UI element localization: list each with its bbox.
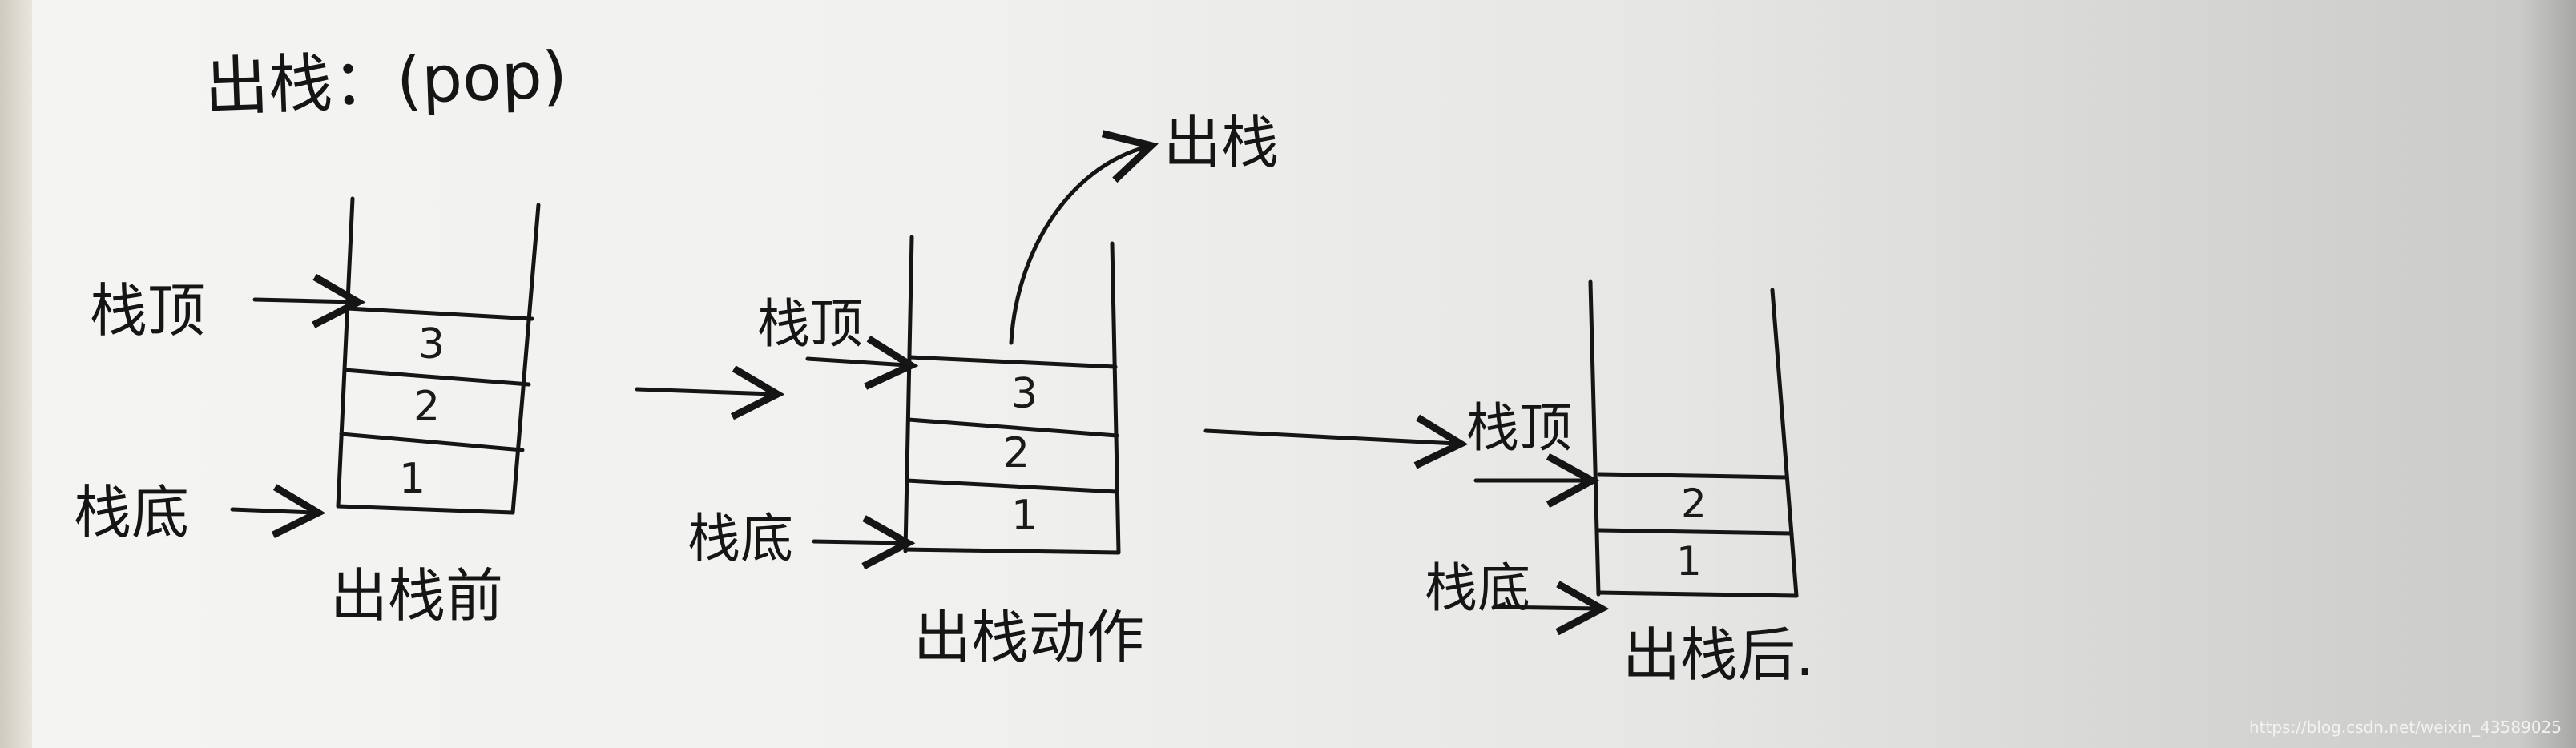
stack-before xyxy=(336,196,541,515)
stack-bottom-label: 栈底 xyxy=(1425,557,1530,619)
stack-before-divider xyxy=(342,368,531,387)
stack-top-label: 栈顶 xyxy=(757,293,863,355)
stack-element: 1 xyxy=(399,455,426,503)
stack-element: 1 xyxy=(1676,538,1702,585)
stack-before-divider xyxy=(345,306,534,321)
stack-during xyxy=(903,235,1121,555)
paper-shadow-right xyxy=(2520,0,2576,748)
stack-top-arrow xyxy=(805,336,919,390)
stack-element: 2 xyxy=(1003,429,1030,477)
stack-during-base xyxy=(903,547,1121,555)
stack-during-divider xyxy=(905,478,1119,494)
stack-before-base xyxy=(336,504,515,515)
pop-out-arrow xyxy=(1009,130,1159,345)
stack-element: 2 xyxy=(1681,481,1707,527)
paper-left-edge xyxy=(0,0,32,748)
stack-before-wall-left xyxy=(336,196,355,509)
stack-during-divider xyxy=(908,355,1118,369)
stack-after-wall-left xyxy=(1588,279,1601,597)
stack-bottom-arrow xyxy=(812,515,916,570)
transition-arrow xyxy=(635,365,785,420)
stack-during-wall-right xyxy=(1110,241,1121,555)
stack-top-arrow xyxy=(252,273,366,328)
stack-after xyxy=(1588,279,1799,598)
watermark-text: https://blog.csdn.net/weixin_43589025 xyxy=(2248,718,2562,737)
stack-after-wall-right xyxy=(1770,288,1799,598)
stack-after-divider xyxy=(1597,472,1789,480)
stack-element: 3 xyxy=(418,320,445,368)
caption-before-pop: 出栈前 xyxy=(330,562,504,629)
stack-during-divider xyxy=(906,417,1119,438)
stack-after-base xyxy=(1596,590,1799,598)
diagram-title: 出栈：(pop) xyxy=(203,38,569,125)
popped-out-label: 出栈 xyxy=(1163,109,1280,176)
transition-arrow xyxy=(1203,414,1469,469)
caption-pop-action: 出栈动作 xyxy=(913,604,1145,671)
stack-before-divider xyxy=(339,432,525,452)
stack-element: 1 xyxy=(1011,492,1038,540)
stack-after-divider xyxy=(1597,528,1794,536)
stack-top-label: 栈顶 xyxy=(1466,397,1572,459)
stack-element: 3 xyxy=(1011,370,1038,418)
stack-during-wall-left xyxy=(903,235,914,553)
stack-element: 2 xyxy=(413,383,441,431)
stack-before-wall-right xyxy=(510,203,541,515)
caption-after-pop: 出栈后. xyxy=(1623,621,1814,689)
stack-bottom-arrow xyxy=(1493,581,1610,636)
stack-bottom-arrow xyxy=(230,484,326,539)
stack-bottom-label: 栈底 xyxy=(687,508,793,569)
stack-top-label: 栈顶 xyxy=(90,277,206,344)
stack-bottom-label: 栈底 xyxy=(74,479,190,546)
